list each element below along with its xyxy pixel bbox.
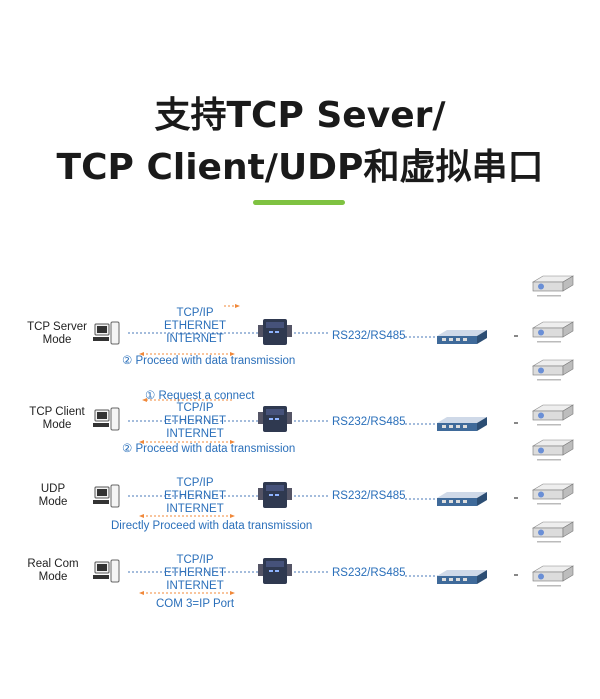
computer-icon [93, 322, 119, 344]
serial-server-icon [258, 558, 292, 584]
serial-server-icon [258, 319, 292, 345]
endpoint-connector-dots [514, 335, 518, 576]
projector-icon [533, 276, 573, 297]
computer-icon [93, 408, 119, 430]
switch-icon [437, 492, 487, 506]
projector-icon [533, 360, 573, 381]
projector-icon [533, 322, 573, 343]
projector-icon [533, 522, 573, 543]
computer-icon [93, 560, 119, 582]
computer-icon [93, 485, 119, 507]
connection-lines [128, 333, 440, 576]
projector-icon [533, 405, 573, 426]
projector-icon [533, 566, 573, 587]
projector-icon [533, 484, 573, 505]
projector-icon [533, 440, 573, 461]
switch-icon [437, 417, 487, 431]
serial-server-icon [258, 406, 292, 432]
switch-icon [437, 570, 487, 584]
switch-icon [437, 330, 487, 344]
serial-server-icon [258, 482, 292, 508]
data-arrows [139, 304, 240, 595]
